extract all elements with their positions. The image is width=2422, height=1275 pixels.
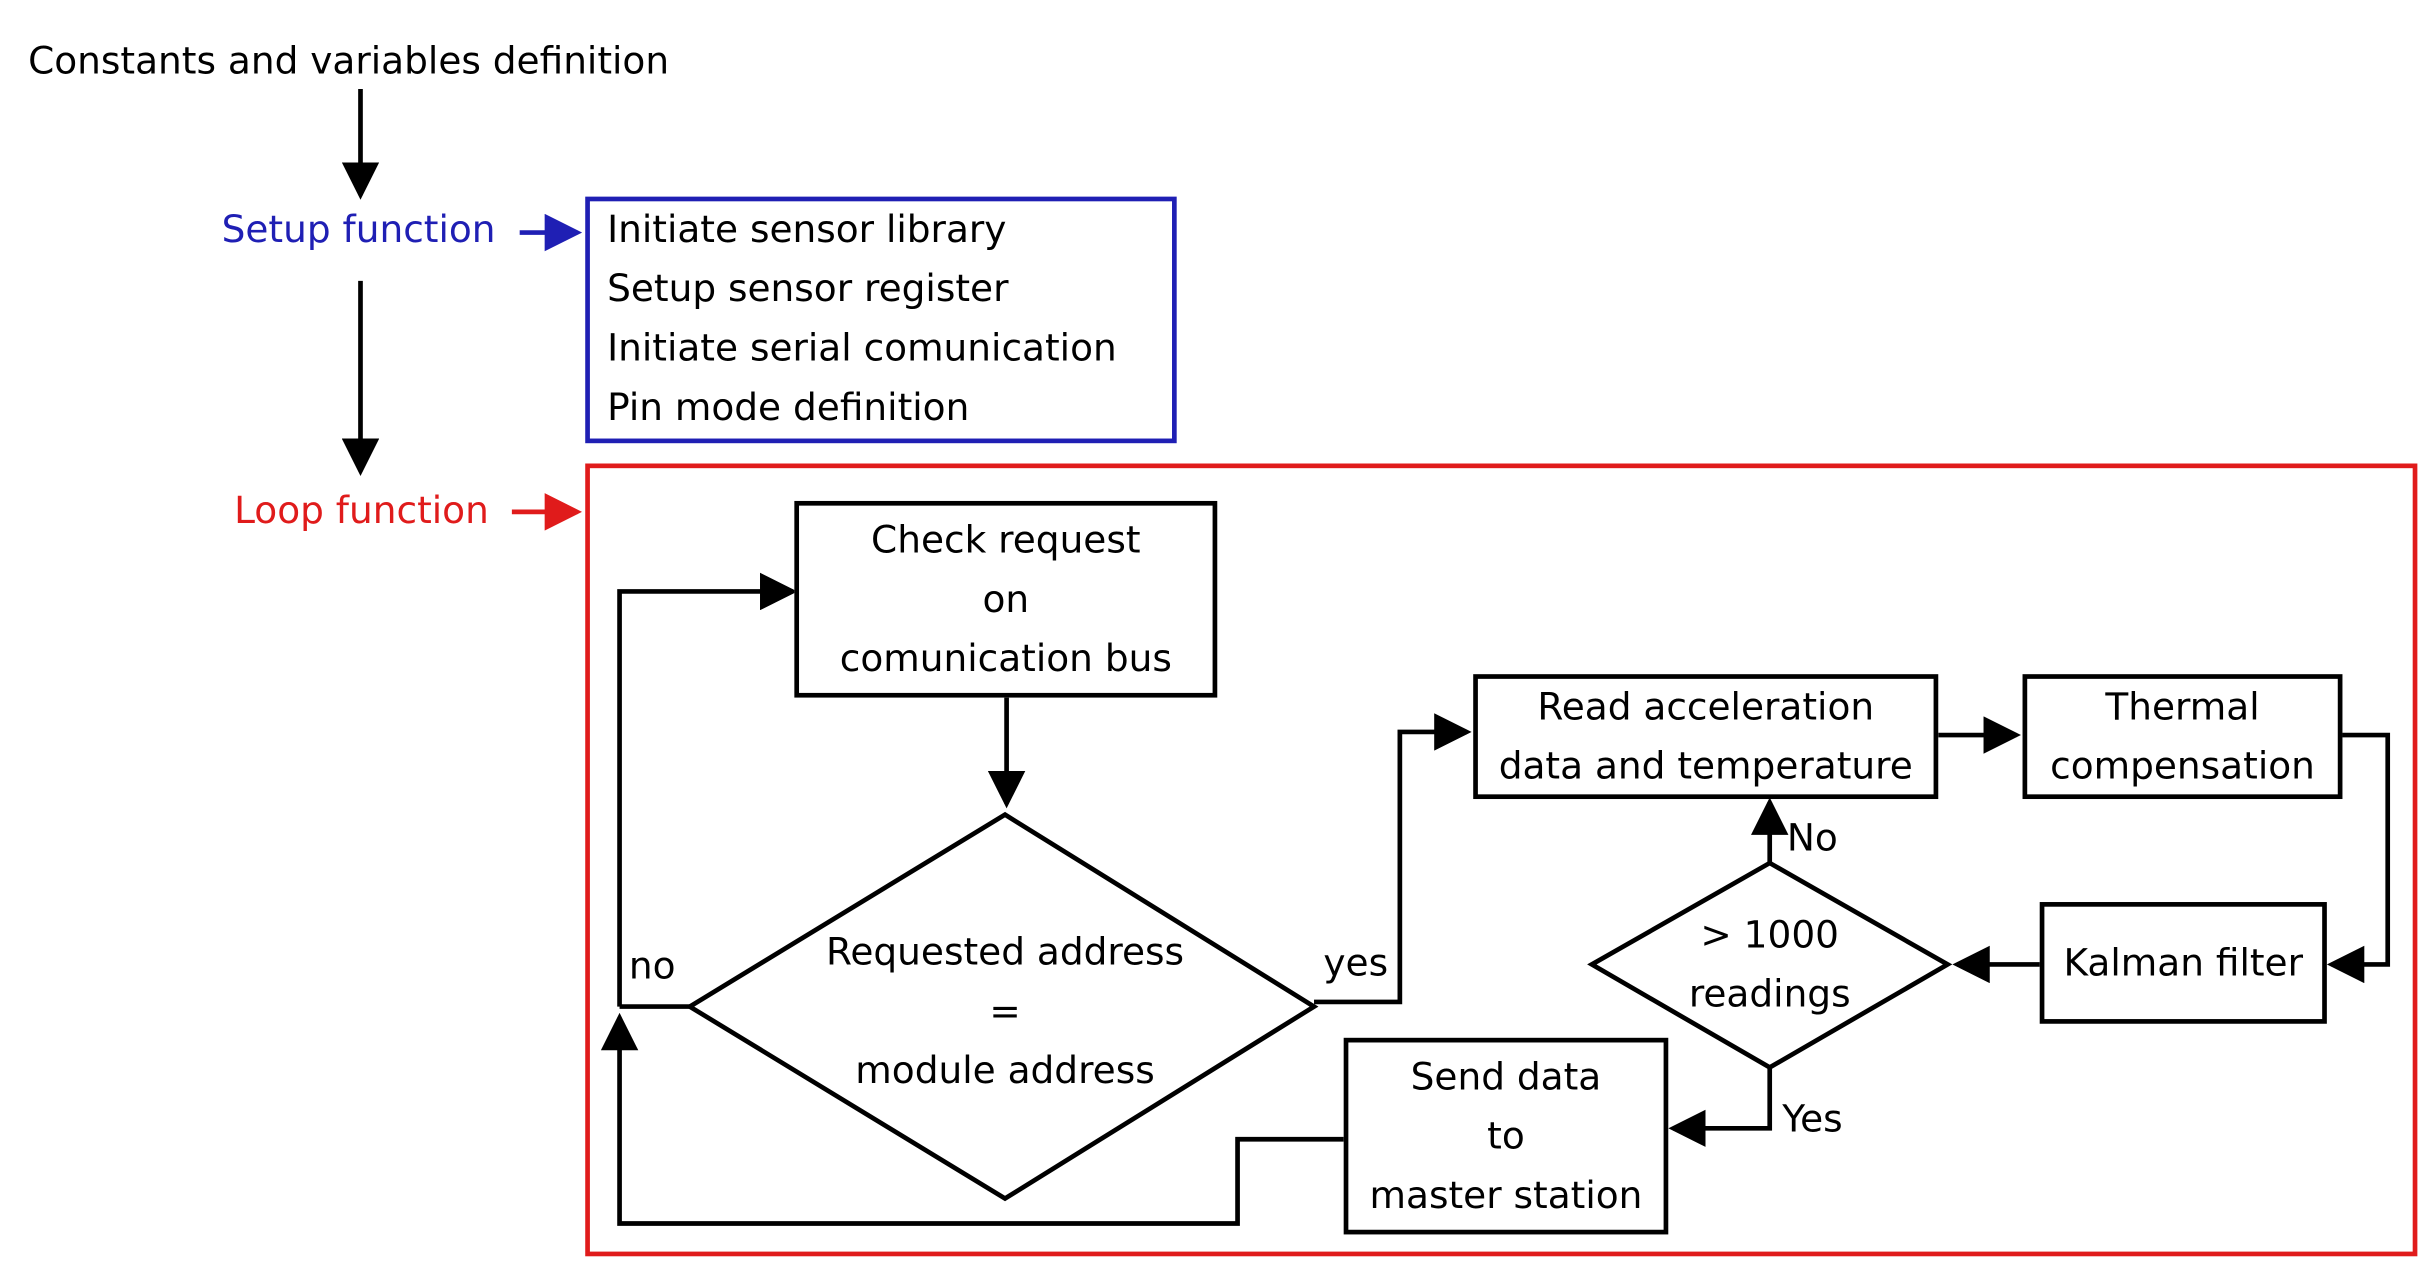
edge-label-yes: yes bbox=[1323, 941, 1389, 985]
check-request-box: Check request on comunication bus bbox=[794, 500, 1218, 698]
thermal-compensation-box: Thermal compensation bbox=[2022, 674, 2343, 800]
send-data-line-1: Send data bbox=[1410, 1054, 1602, 1099]
setup-step-3: Initiate serial comunication bbox=[607, 326, 1117, 370]
arrow-yes-to-read bbox=[1314, 713, 1472, 1005]
read-data-line-1: Read acceleration bbox=[1537, 685, 1875, 729]
setup-steps-box bbox=[585, 196, 1177, 444]
decision-address-line-3: module address bbox=[855, 1048, 1155, 1093]
decision-address-line-2: = bbox=[989, 989, 1021, 1034]
read-acceleration-box: Read acceleration data and temperature bbox=[1473, 674, 1939, 800]
arrow-return-to-check bbox=[617, 572, 798, 1007]
setup-step-1: Initiate sensor library bbox=[607, 207, 1007, 252]
setup-step-2: Setup sensor register bbox=[607, 266, 1009, 311]
constants-definition-label: Constants and variables definition bbox=[28, 39, 670, 83]
arrow-thermal-to-kalman bbox=[2326, 732, 2391, 984]
thermal-line-1: Thermal bbox=[2105, 685, 2260, 729]
loop-function-label: Loop function bbox=[234, 488, 489, 533]
setup-function-label: Setup function bbox=[221, 207, 496, 252]
edge-label-no: no bbox=[628, 944, 676, 988]
arrow-yes-to-send bbox=[1668, 1067, 1773, 1148]
setup-step-4: Pin mode definition bbox=[607, 385, 970, 430]
decision-readings-line-2: readings bbox=[1688, 972, 1851, 1016]
send-data-line-2: to bbox=[1487, 1114, 1525, 1158]
decision-address-line-1: Requested address bbox=[826, 930, 1185, 974]
check-request-line-3: comunication bus bbox=[839, 636, 1172, 681]
decision-readings-line-1: > 1000 bbox=[1700, 912, 1840, 957]
check-request-line-1: Check request bbox=[871, 518, 1141, 562]
kalman-line-1: Kalman filter bbox=[2063, 941, 2304, 985]
decision-readings-text: > 1000 readings bbox=[1645, 905, 1895, 1024]
send-data-box: Send data to master station bbox=[1343, 1037, 1669, 1235]
send-data-line-3: master station bbox=[1369, 1173, 1643, 1218]
loop-function-box bbox=[585, 463, 2418, 1257]
arrow-send-to-loop bbox=[600, 1012, 1344, 1226]
edge-label-Yes: Yes bbox=[1782, 1097, 1843, 1141]
thermal-line-2: compensation bbox=[2050, 744, 2315, 789]
decision-address-text: Requested address = module address bbox=[771, 921, 1239, 1102]
read-data-line-2: data and temperature bbox=[1498, 744, 1913, 789]
check-request-line-2: on bbox=[982, 577, 1030, 622]
kalman-filter-box: Kalman filter bbox=[2039, 902, 2327, 1024]
edge-label-No: No bbox=[1786, 816, 1838, 860]
decision-address-diamond bbox=[685, 811, 1319, 1202]
